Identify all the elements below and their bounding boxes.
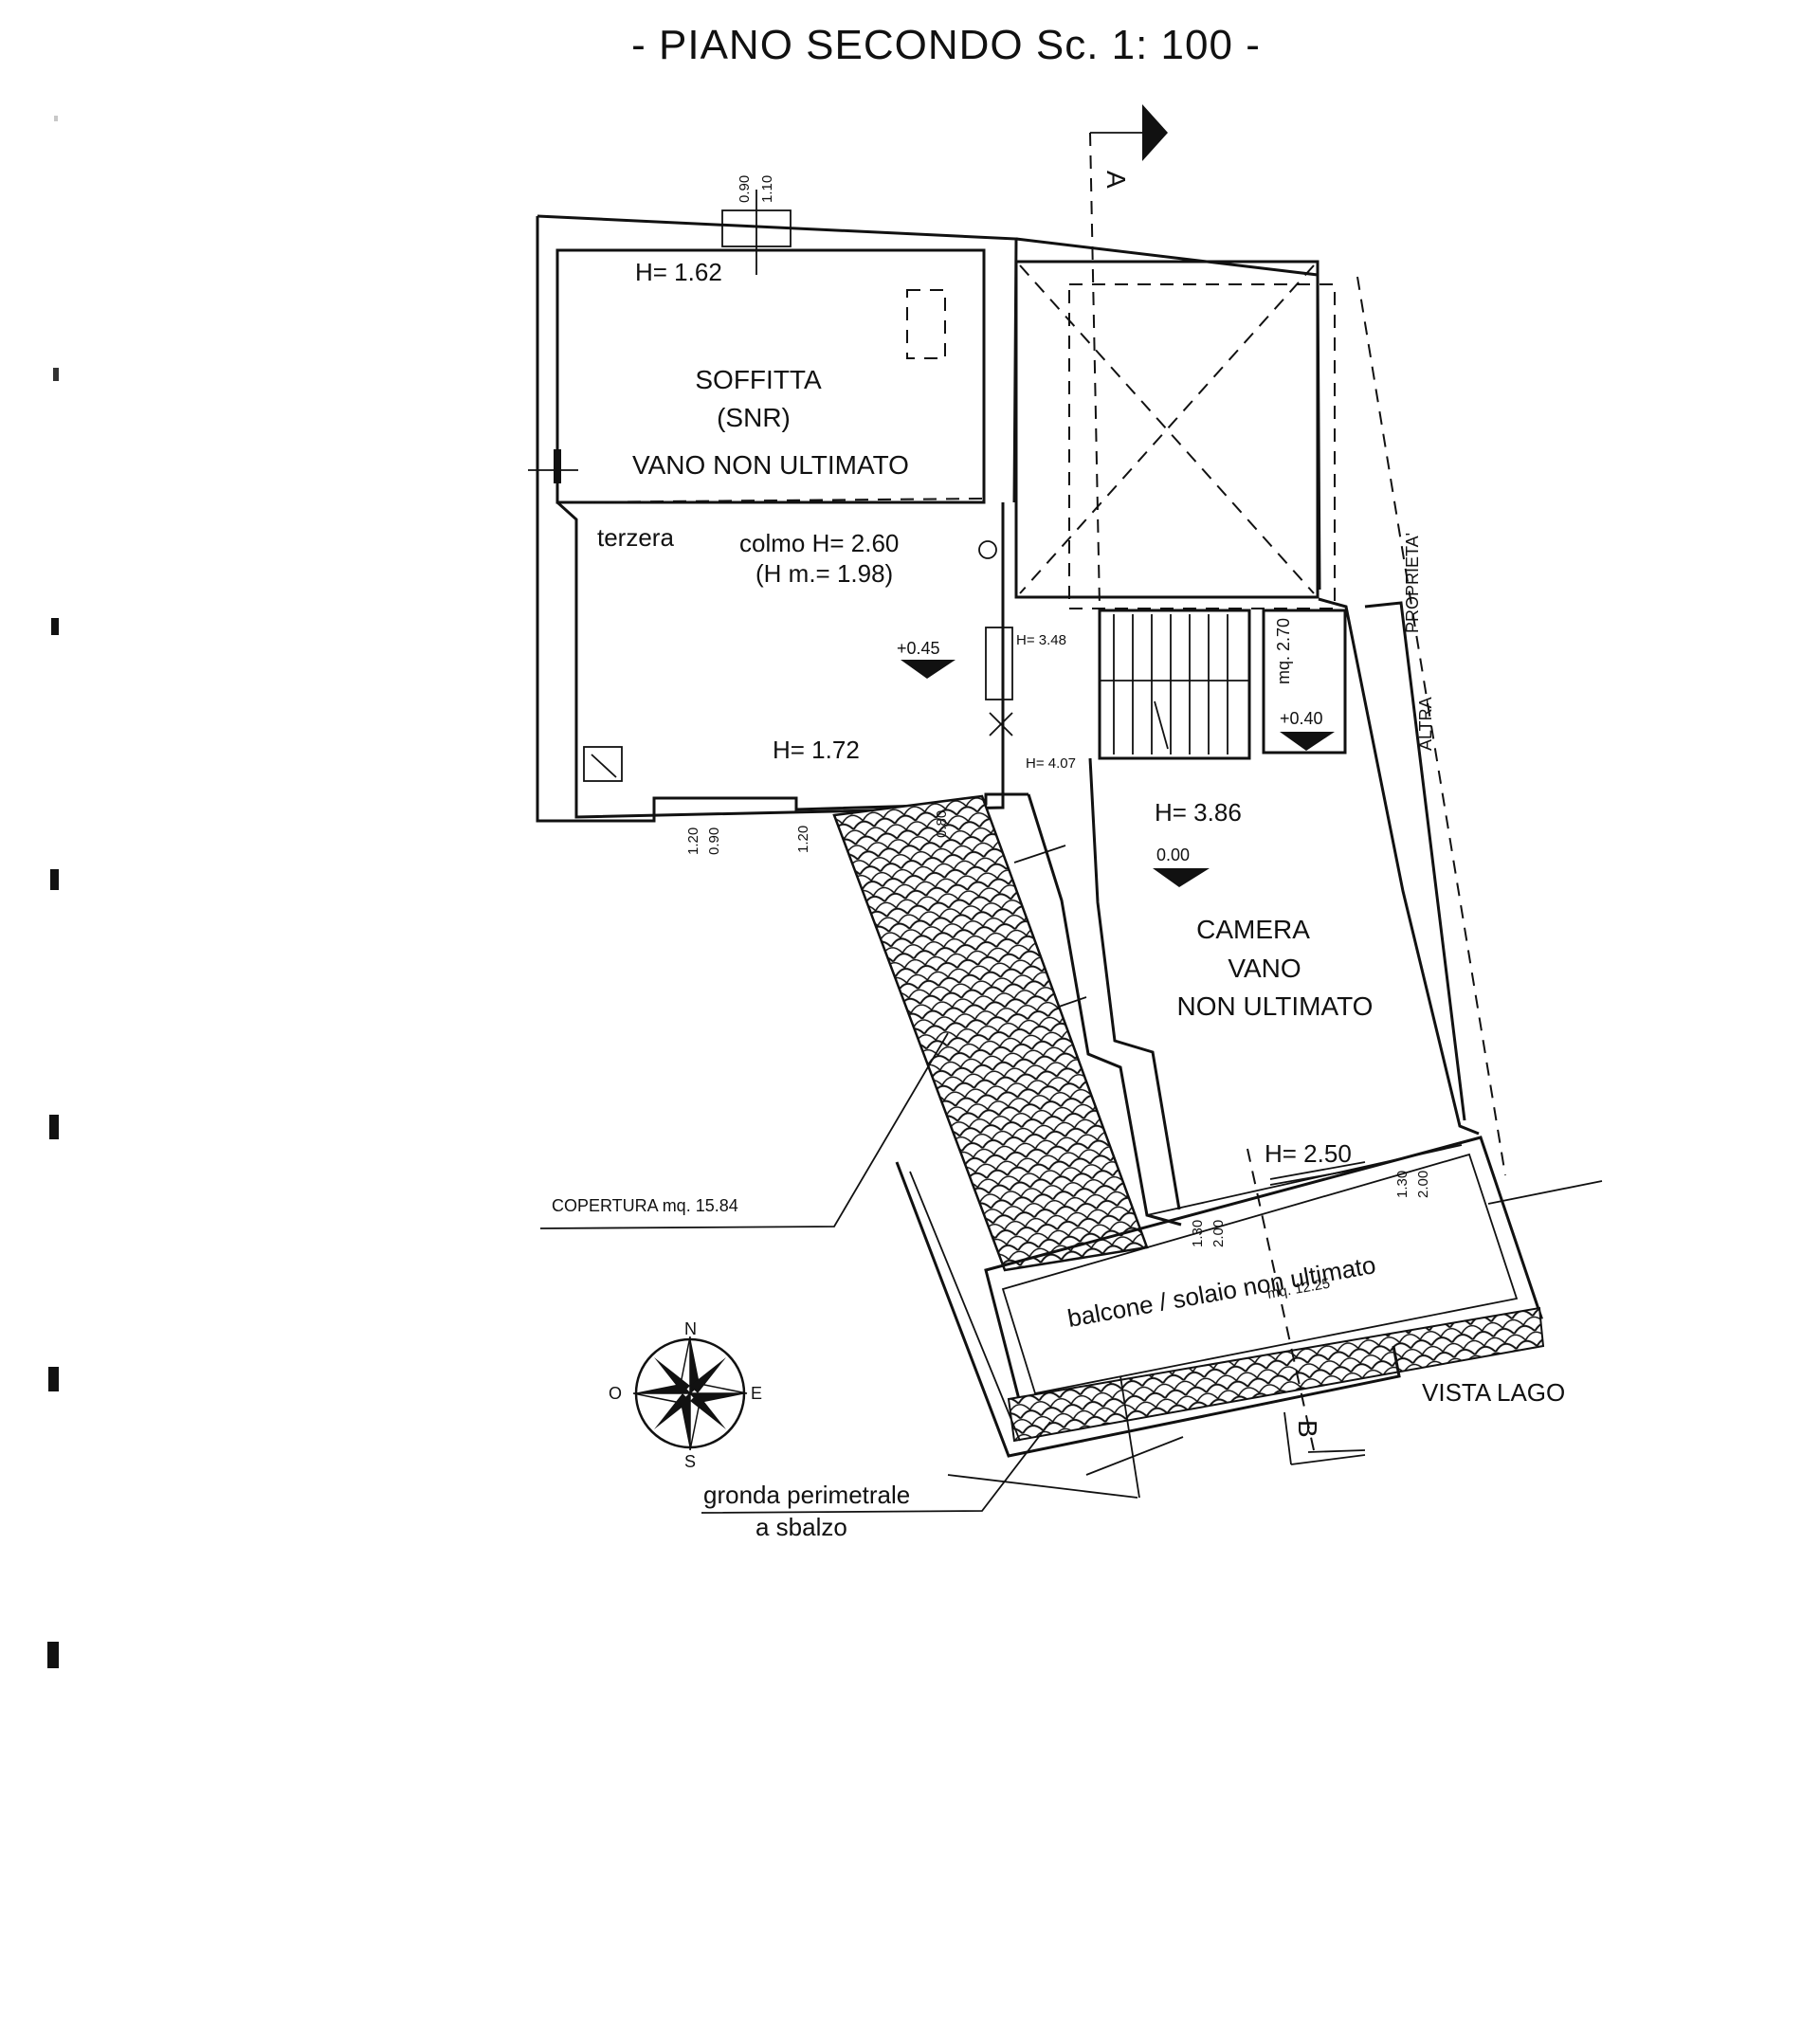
soffitta-code: (SNR) bbox=[717, 403, 791, 432]
camera-line2: VANO bbox=[1228, 954, 1301, 983]
leader-lines bbox=[539, 1032, 1051, 1514]
label-gronda-1: gronda perimetrale bbox=[703, 1481, 910, 1509]
compass-rose: N S E O bbox=[609, 1319, 762, 1471]
dim-090: 0.90 bbox=[737, 175, 753, 203]
compass-s: S bbox=[684, 1452, 696, 1471]
label-h-407: H= 4.07 bbox=[1026, 755, 1076, 772]
dim-200: 2.00 bbox=[1210, 1220, 1227, 1247]
label-lvl-040: +0.40 bbox=[1280, 709, 1323, 728]
dim-130b: 1.30 bbox=[1394, 1171, 1410, 1198]
label-altra: ALTRA bbox=[1416, 697, 1435, 751]
section-line-b: B bbox=[1283, 1411, 1366, 1465]
void-shaft bbox=[1014, 237, 1336, 609]
dim-130: 1.30 bbox=[1190, 1220, 1206, 1247]
label-h-media: (H m.= 1.98) bbox=[755, 559, 893, 588]
label-lvl-045: +0.45 bbox=[897, 639, 940, 658]
soffitta-name: SOFFITTA bbox=[695, 365, 822, 394]
compass-n: N bbox=[684, 1319, 697, 1338]
label-h-172: H= 1.72 bbox=[773, 736, 860, 764]
label-h-162: H= 1.62 bbox=[635, 258, 722, 286]
copertura-roof bbox=[832, 794, 1149, 1272]
lower-attic-walls bbox=[536, 500, 1028, 823]
plan-title: - PIANO SECONDO Sc. 1: 100 - bbox=[631, 22, 1261, 68]
dim-110: 1.10 bbox=[759, 175, 775, 203]
section-label-b: B bbox=[1293, 1420, 1322, 1438]
label-h-386: H= 3.86 bbox=[1155, 798, 1242, 827]
compass-e: E bbox=[751, 1384, 762, 1403]
label-mq-270: mq. 2.70 bbox=[1274, 618, 1293, 684]
label-h-348: H= 3.48 bbox=[1016, 632, 1066, 648]
dim-120b: 1.20 bbox=[795, 826, 811, 853]
label-lvl-000: 0.00 bbox=[1156, 845, 1190, 864]
camera-line3: NON ULTIMATO bbox=[1177, 991, 1374, 1021]
label-terzera: terzera bbox=[597, 523, 674, 552]
compass-o: O bbox=[609, 1384, 622, 1403]
label-balcone: balcone / solaio non ultimato bbox=[1065, 1250, 1378, 1333]
binder-marks bbox=[47, 116, 59, 1668]
camera-line1: CAMERA bbox=[1196, 915, 1310, 944]
label-gronda-2: a sbalzo bbox=[755, 1513, 847, 1541]
dim-090b: 0.90 bbox=[706, 827, 722, 855]
label-copertura: COPERTURA mq. 15.84 bbox=[552, 1196, 738, 1215]
label-h-250: H= 2.50 bbox=[1265, 1139, 1352, 1168]
balcone bbox=[895, 1136, 1603, 1499]
label-vista-lago: VISTA LAGO bbox=[1422, 1378, 1565, 1407]
dim-200b: 2.00 bbox=[1415, 1171, 1431, 1198]
section-label-a: A bbox=[1101, 171, 1131, 189]
staircase bbox=[1098, 609, 1347, 760]
dim-080: 0.80 bbox=[934, 810, 950, 838]
section-line-a: A bbox=[1089, 104, 1168, 608]
label-proprieta: PROPRIETA' bbox=[1403, 533, 1422, 633]
label-colmo: colmo H= 2.60 bbox=[739, 529, 899, 557]
soffitta-status: VANO NON ULTIMATO bbox=[632, 450, 909, 480]
dim-120a: 1.20 bbox=[685, 827, 701, 855]
